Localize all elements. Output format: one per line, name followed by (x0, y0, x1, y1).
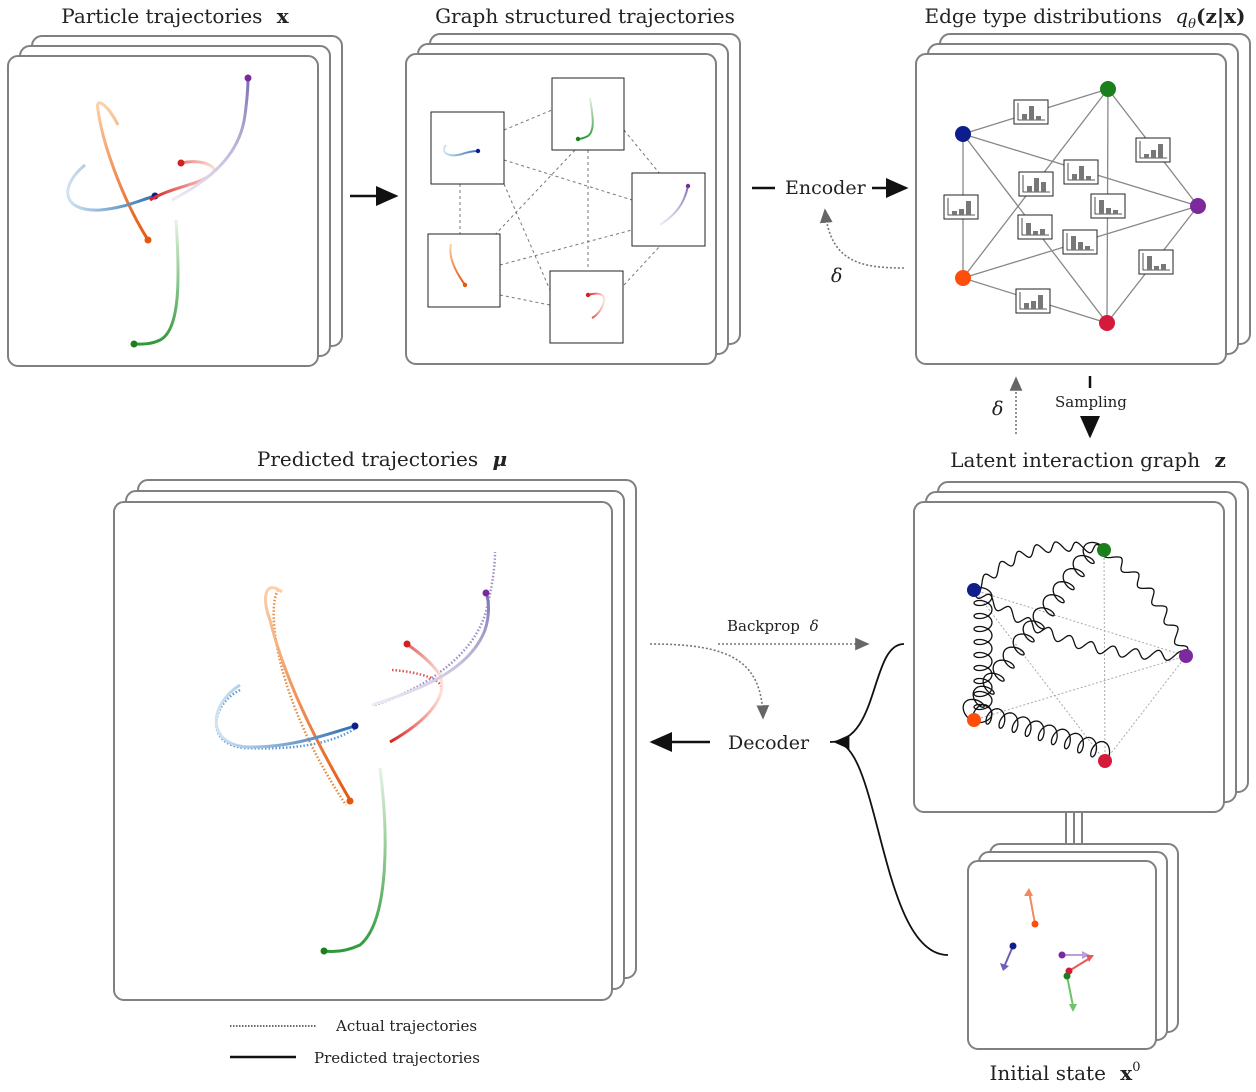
title-initial-superscript: 0 (1132, 1060, 1140, 1075)
subplot-orange (427, 233, 501, 308)
title-graph: Graph structured trajectories (435, 4, 735, 28)
spring-edge-1 (962, 541, 1105, 722)
backprop-to-decoder (649, 643, 770, 720)
edge-histogram-1 (1135, 137, 1171, 163)
node-purple (1190, 198, 1206, 214)
backprop-delta: δ (810, 617, 819, 635)
pred-orange (264, 586, 354, 805)
spring-edge-0 (973, 586, 993, 724)
edge-type-panel (915, 33, 1251, 365)
title-predicted: Predicted trajectories (257, 447, 478, 471)
node-blue (955, 126, 971, 142)
legend-actual: Actual trajectories (335, 1017, 477, 1035)
graph-structured-panel (405, 33, 741, 365)
edge-histogram-0 (1013, 99, 1049, 125)
subplot-purple (631, 172, 706, 247)
pred-purple (371, 589, 490, 707)
wave-edge-4 (973, 589, 1187, 661)
latent-node-green (1097, 543, 1111, 557)
spring-edge-2 (972, 703, 1111, 762)
svg-text:Backprop δ: Backprop δ (727, 617, 819, 635)
wave-edge-3 (973, 541, 1105, 593)
particle-trajectories-panel (7, 35, 343, 367)
svg-text:Predicted trajectories μ: Predicted trajectories μ (257, 447, 507, 471)
title-predicted-symbol: μ (492, 447, 507, 471)
node-green (1100, 81, 1116, 97)
edge-histogram-9 (1015, 288, 1051, 314)
latent-node-purple (1179, 649, 1193, 663)
latent-to-decoder-brace (829, 643, 905, 743)
subplot-red (549, 270, 624, 344)
pred-green (320, 767, 387, 955)
delta-label-encoder: δ (831, 265, 842, 287)
edge-histogram-6 (1017, 214, 1053, 240)
svg-text:Latent interaction graph z: Latent interaction graph z (950, 448, 1226, 472)
edge-histogram-8 (1138, 249, 1174, 275)
decoder-label: Decoder (728, 732, 810, 754)
latent-graph-panel (913, 481, 1249, 813)
predicted-trajectories-panel (113, 479, 637, 1001)
latent-node-red (1098, 754, 1112, 768)
latent-node-blue (967, 583, 981, 597)
title-edge-subscript: θ (1188, 17, 1196, 32)
node-orange (955, 270, 971, 286)
legend: Actual trajectories Predicted trajectori… (230, 1017, 480, 1067)
delta-feedback-encoder (819, 208, 905, 269)
svg-text:Particle trajectories x: Particle trajectories x (61, 4, 290, 28)
initial-state-panel (967, 843, 1179, 1050)
wave-edge-5 (1102, 549, 1189, 657)
sampling-label: Sampling (1055, 393, 1127, 411)
trajectory-green (130, 219, 180, 348)
edge-histogram-7 (1062, 229, 1098, 255)
backprop-label: Backprop (727, 617, 800, 635)
latent-node-orange (967, 713, 981, 727)
subplot-green (551, 77, 625, 151)
title-initial: Initial state (990, 1061, 1106, 1085)
initial-to-decoder-brace (833, 734, 949, 956)
delta-label-edge: δ (992, 398, 1003, 420)
title-particle-symbol: x (277, 4, 290, 28)
title-edge-symbol: q (1175, 4, 1188, 28)
edge-histogram-5 (1090, 193, 1126, 219)
title-particle: Particle trajectories (61, 4, 262, 28)
title-edge-args: (z|x) (1196, 4, 1245, 28)
legend-predicted: Predicted trajectories (314, 1049, 480, 1067)
title-initial-symbol: x (1120, 1061, 1133, 1085)
trajectory-purple (171, 74, 252, 202)
edge-histograms (943, 99, 1174, 314)
title-latent-symbol: z (1214, 448, 1225, 472)
encoder-label: Encoder (785, 177, 867, 199)
edge-histogram-3 (1063, 159, 1099, 185)
subplot-blue (430, 111, 505, 185)
title-edge: Edge type distributions (925, 4, 1163, 28)
edge-histogram-4 (943, 194, 979, 220)
title-latent: Latent interaction graph (950, 448, 1200, 472)
node-red (1099, 315, 1115, 331)
svg-text:Edge type distributions qθ: Edge type distributions qθ(z|x) (925, 4, 1246, 32)
edge-histogram-2 (1018, 171, 1054, 197)
svg-text:Initial state x0: Initial state x0 (990, 1060, 1141, 1085)
pred-blue (214, 683, 359, 749)
